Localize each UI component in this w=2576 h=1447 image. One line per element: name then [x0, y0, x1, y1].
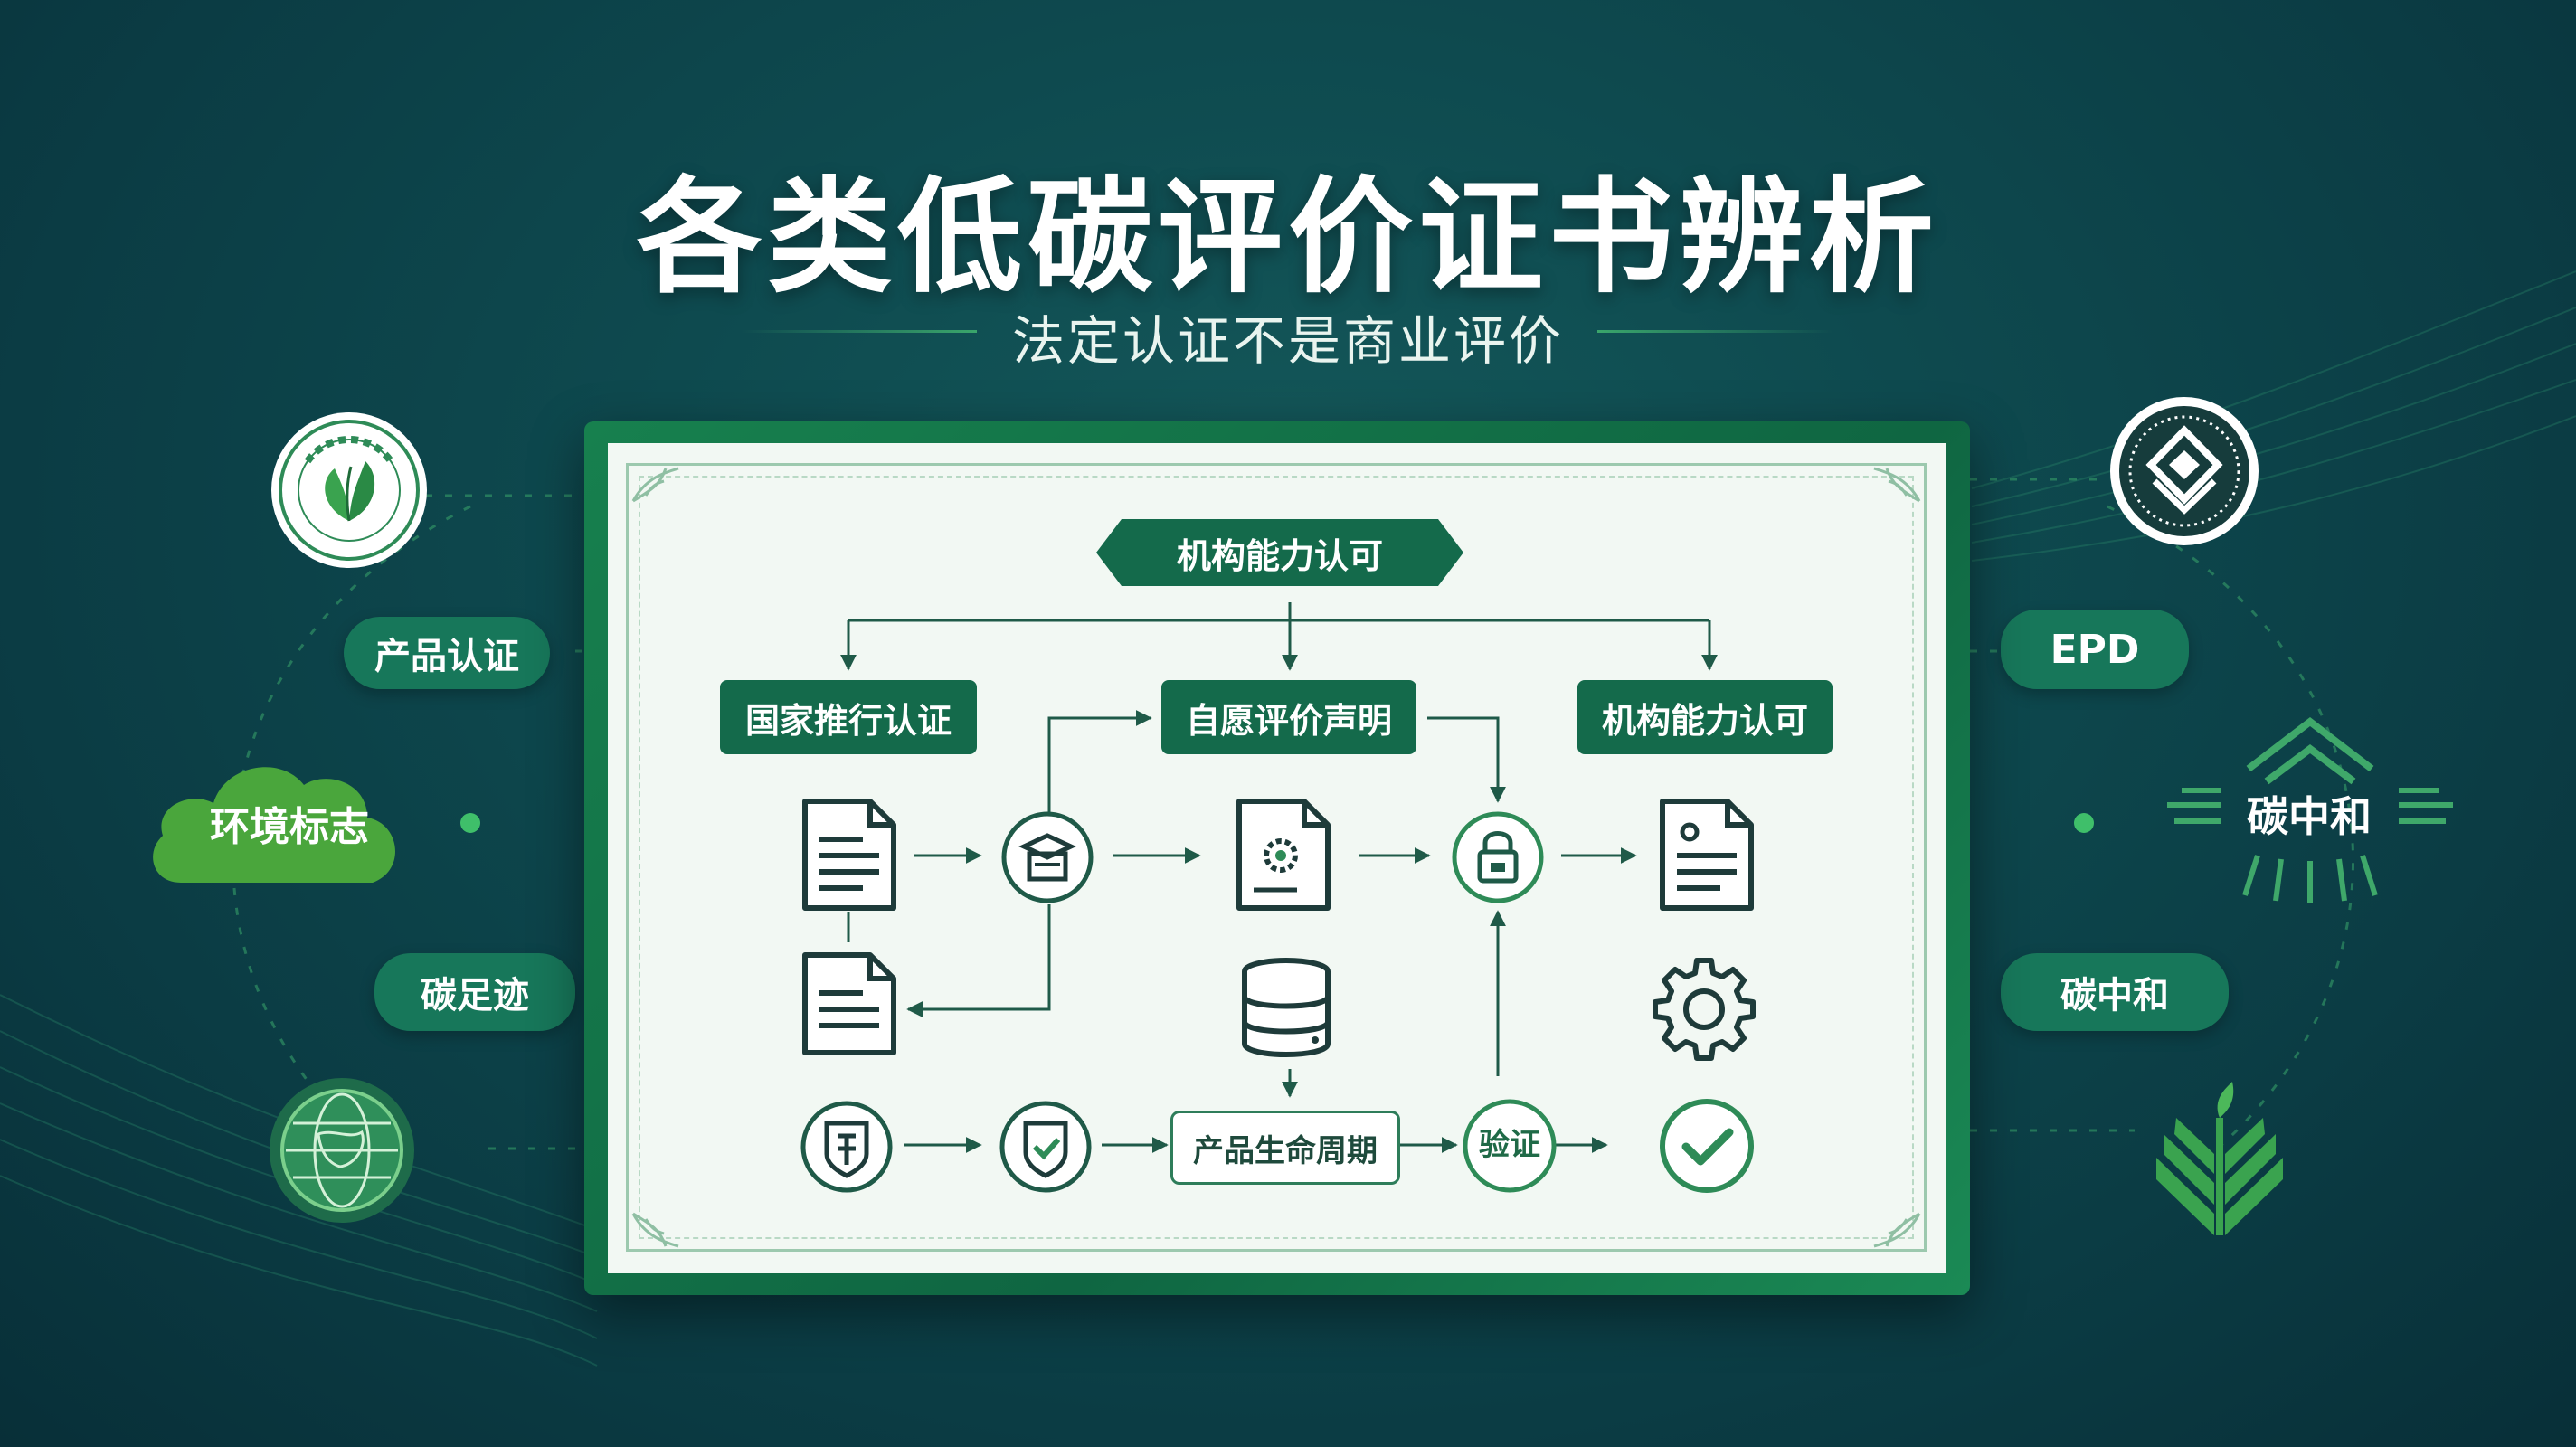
orbit-dot-left: [460, 813, 480, 833]
subtitle-line-right: [1597, 330, 1833, 333]
product-cert-pill: 产品认证: [344, 617, 550, 689]
header-voluntary-eval: 自愿评价声明: [1161, 680, 1416, 754]
checkmark-circle-icon: [1660, 1099, 1754, 1193]
certificate-border-outer: [626, 463, 1927, 1252]
header-national-cert: 国家推行认证: [720, 680, 977, 754]
cloud-icon: [153, 767, 395, 883]
certificate-document-icon: [1660, 799, 1754, 911]
verify-label: 验证: [1479, 1127, 1540, 1163]
shield-check-icon: [999, 1101, 1092, 1193]
top-banner: 机构能力认可: [1096, 519, 1463, 586]
gear-document-icon: [1236, 799, 1331, 911]
lifecycle-box: 产品生命周期: [1170, 1111, 1400, 1185]
certificate-corner-ornaments: [631, 467, 1921, 1248]
yen-shield-icon: [800, 1101, 893, 1193]
document-icon-secondary: [802, 952, 896, 1055]
orbit-dot-right: [2074, 813, 2094, 833]
carbon-neutral-badge-icon: [2167, 716, 2453, 903]
epd-pill: EPD: [2001, 610, 2189, 689]
database-icon: [1242, 958, 1331, 1057]
leaf-plant-icon: [2156, 1082, 2283, 1235]
carbon-footprint-pill: 碳足迹: [374, 953, 575, 1031]
globe-emblem-icon: [270, 1078, 414, 1223]
carbon-neutral-pill: 碳中和: [2001, 953, 2229, 1031]
page-title: 各类低碳评价证书辨析: [636, 165, 1939, 310]
seal-leaf-icon: [271, 412, 427, 568]
certificate-border-inner: [639, 476, 1914, 1239]
carbon-neutral-badge-text: 碳中和: [2247, 792, 2372, 841]
eco-label-text: 环境标志: [210, 804, 369, 850]
document-icon: [802, 799, 896, 911]
header-institution-accreditation: 机构能力认可: [1577, 680, 1833, 754]
scroll-cap-icon: [1001, 811, 1094, 903]
gear-icon: [1653, 958, 1756, 1061]
verify-circle: [1463, 1099, 1557, 1193]
diamond-emblem-icon: [2110, 397, 2259, 545]
subtitle-line-left: [742, 330, 977, 333]
lock-icon: [1452, 811, 1544, 903]
page-subtitle: 法定认证不是商业评价: [1011, 310, 1564, 372]
